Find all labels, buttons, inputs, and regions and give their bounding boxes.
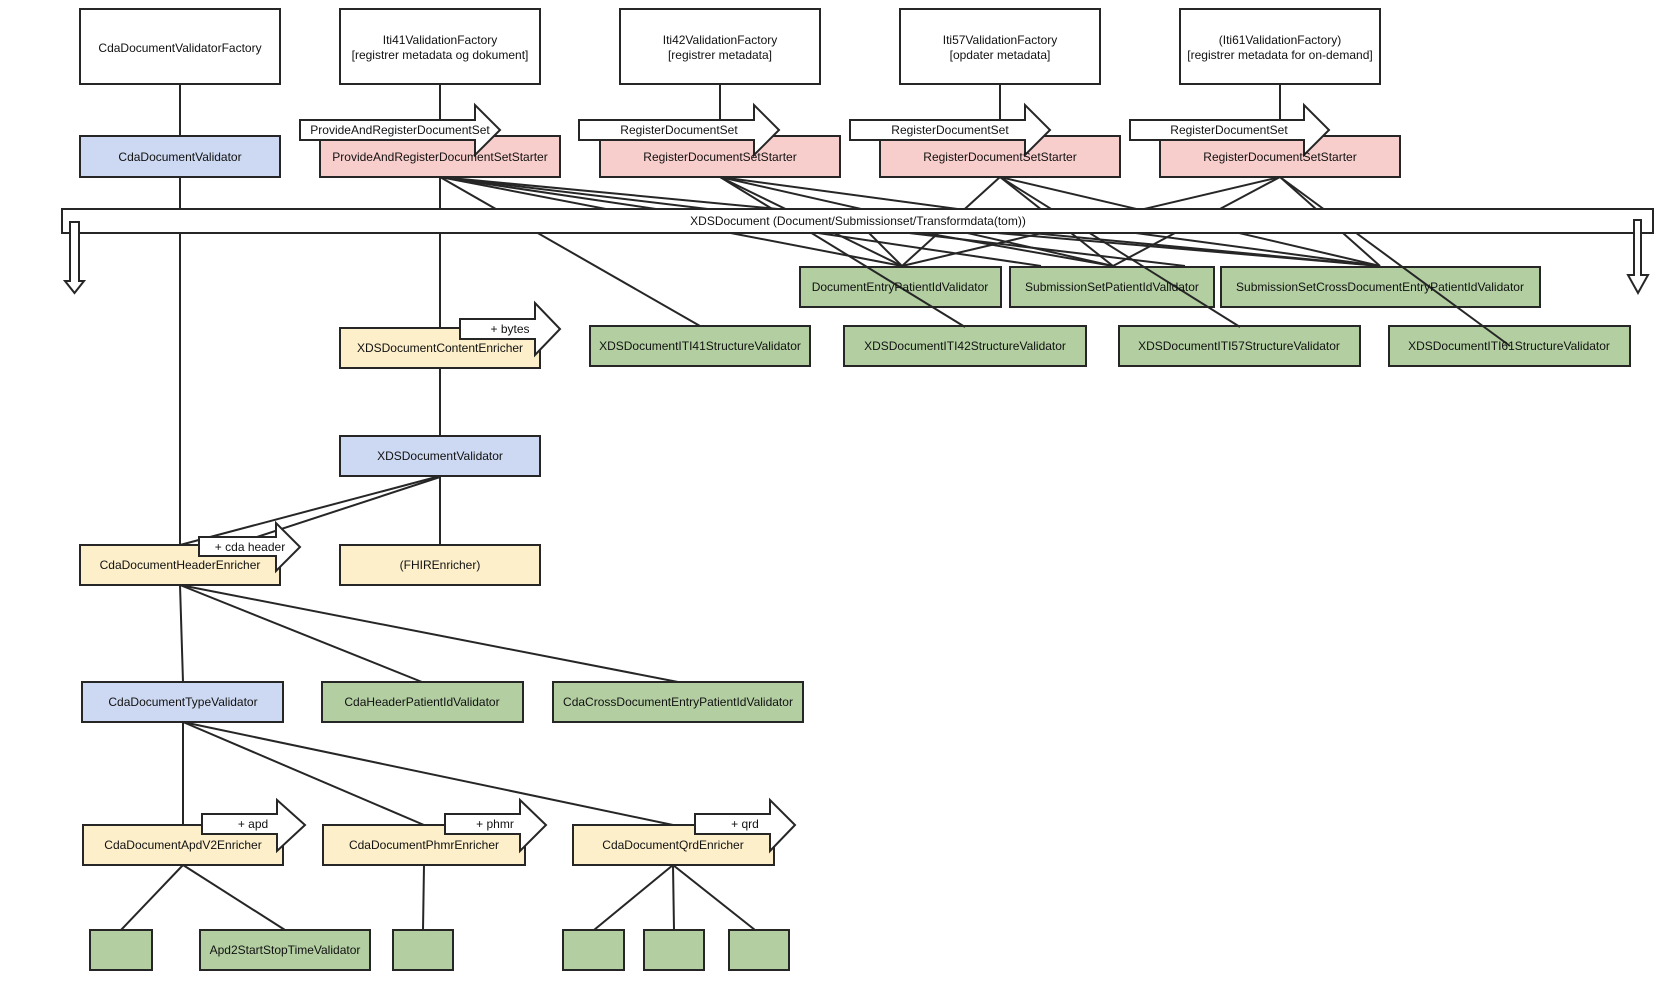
svg-text:ProvideAndRegisterDocumentSet: ProvideAndRegisterDocumentSet xyxy=(310,123,490,137)
svg-text:CdaDocumentValidator: CdaDocumentValidator xyxy=(118,150,241,164)
svg-text:XDSDocumentITI41StructureValid: XDSDocumentITI41StructureValidator xyxy=(599,339,801,353)
svg-text:DocumentEntryPatientIdValidato: DocumentEntryPatientIdValidator xyxy=(812,280,989,294)
svg-text:CdaHeaderPatientIdValidator: CdaHeaderPatientIdValidator xyxy=(344,695,499,709)
svg-text:XDSDocumentITI42StructureValid: XDSDocumentITI42StructureValidator xyxy=(864,339,1066,353)
svg-text:+ qrd: + qrd xyxy=(731,817,759,831)
svg-text:CdaDocumentHeaderEnricher: CdaDocumentHeaderEnricher xyxy=(100,558,261,572)
svg-text:RegisterDocumentSetStarter: RegisterDocumentSetStarter xyxy=(923,150,1076,164)
svg-text:SubmissionSetCrossDocumentEntr: SubmissionSetCrossDocumentEntryPatientId… xyxy=(1236,280,1524,294)
svg-text:CdaCrossDocumentEntryPatientId: CdaCrossDocumentEntryPatientIdValidator xyxy=(563,695,793,709)
svg-text:Iti42ValidationFactory: Iti42ValidationFactory xyxy=(663,33,778,47)
svg-text:CdaDocumentQrdEnricher: CdaDocumentQrdEnricher xyxy=(602,838,743,852)
svg-text:[opdater metadata]: [opdater metadata] xyxy=(950,48,1051,62)
svg-text:[registrer metadata og dokumen: [registrer metadata og dokument] xyxy=(352,48,529,62)
svg-text:CdaDocumentTypeValidator: CdaDocumentTypeValidator xyxy=(108,695,257,709)
svg-text:Apd2StartStopTimeValidator: Apd2StartStopTimeValidator xyxy=(210,943,361,957)
svg-text:RegisterDocumentSet: RegisterDocumentSet xyxy=(891,123,1009,137)
svg-text:+ cda header: + cda header xyxy=(215,540,285,554)
svg-text:[registrer metadata for on-dem: [registrer metadata for on-demand] xyxy=(1187,48,1372,62)
svg-text:CdaDocumentPhmrEnricher: CdaDocumentPhmrEnricher xyxy=(349,838,499,852)
svg-text:(FHIREnricher): (FHIREnricher) xyxy=(400,558,481,572)
svg-text:RegisterDocumentSetStarter: RegisterDocumentSetStarter xyxy=(643,150,796,164)
svg-text:(Iti61ValidationFactory): (Iti61ValidationFactory) xyxy=(1219,33,1342,47)
svg-text:XDSDocumentContentEnricher: XDSDocumentContentEnricher xyxy=(357,341,523,355)
svg-text:CdaDocumentApdV2Enricher: CdaDocumentApdV2Enricher xyxy=(104,838,261,852)
svg-text:+ bytes: + bytes xyxy=(490,322,529,336)
svg-text:Iti41ValidationFactory: Iti41ValidationFactory xyxy=(383,33,498,47)
svg-text:XDSDocumentValidator: XDSDocumentValidator xyxy=(377,449,503,463)
svg-text:RegisterDocumentSet: RegisterDocumentSet xyxy=(1170,123,1288,137)
svg-text:[registrer metadata]: [registrer metadata] xyxy=(668,48,772,62)
svg-text:SubmissionSetPatientIdValidato: SubmissionSetPatientIdValidator xyxy=(1025,280,1199,294)
svg-text:+ apd: + apd xyxy=(238,817,268,831)
svg-text:RegisterDocumentSet: RegisterDocumentSet xyxy=(620,123,738,137)
svg-text:Iti57ValidationFactory: Iti57ValidationFactory xyxy=(943,33,1058,47)
svg-text:XDSDocument (Document/Submissi: XDSDocument (Document/Submissionset/Tran… xyxy=(690,214,1026,228)
svg-text:RegisterDocumentSetStarter: RegisterDocumentSetStarter xyxy=(1203,150,1356,164)
svg-text:XDSDocumentITI61StructureValid: XDSDocumentITI61StructureValidator xyxy=(1408,339,1610,353)
svg-text:ProvideAndRegisterDocumentSetS: ProvideAndRegisterDocumentSetStarter xyxy=(332,150,547,164)
svg-text:XDSDocumentITI57StructureValid: XDSDocumentITI57StructureValidator xyxy=(1138,339,1340,353)
svg-text:+ phmr: + phmr xyxy=(476,817,514,831)
svg-text:CdaDocumentValidatorFactory: CdaDocumentValidatorFactory xyxy=(98,41,261,55)
